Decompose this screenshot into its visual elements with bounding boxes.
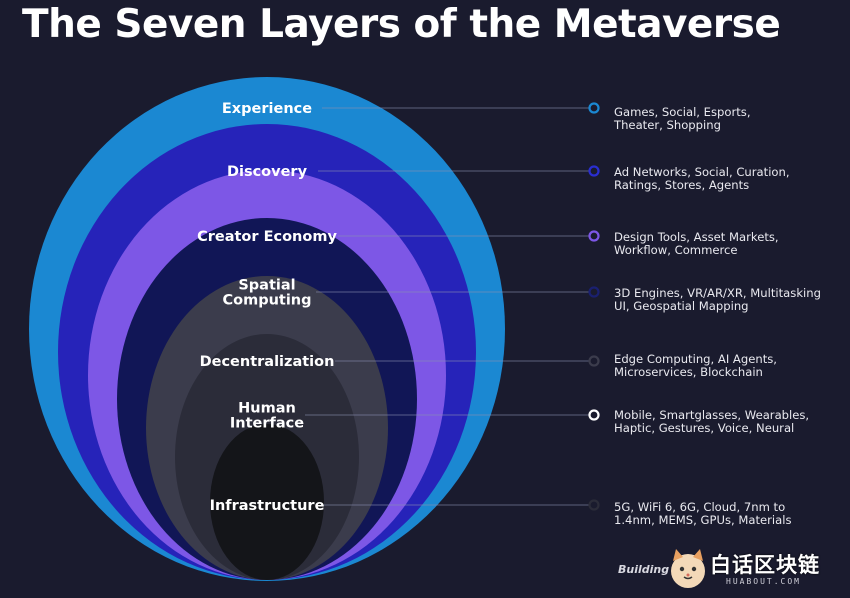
watermark: 白话区块链 HUABOUT.COM <box>668 547 846 593</box>
watermark-text: 白话区块链 <box>710 553 820 577</box>
watermark-subtext: HUABOUT.COM <box>726 577 801 586</box>
layer-desc-experience: Games, Social, Esports,Theater, Shopping <box>614 105 751 132</box>
connector-dot-creator-economy <box>588 230 600 242</box>
connector-dot-infrastructure <box>588 499 600 511</box>
connector-dot-discovery <box>588 165 600 177</box>
connector-dot-experience <box>588 102 600 114</box>
layer-desc-decentralization: Edge Computing, AI Agents,Microservices,… <box>614 352 777 379</box>
layer-label-discovery: Discovery <box>227 164 308 180</box>
layer-label-decentralization: Decentralization <box>200 354 335 370</box>
connector-dot-decentralization <box>588 355 600 367</box>
connector-dot-spatial-computing <box>588 286 600 298</box>
layer-label-experience: Experience <box>222 101 312 117</box>
layer-label-infrastructure: Infrastructure <box>210 498 325 514</box>
credit-text: Building <box>618 563 670 576</box>
layer-label-creator-economy: Creator Economy <box>197 229 337 245</box>
layer-desc-creator-economy: Design Tools, Asset Markets,Workflow, Co… <box>614 230 779 257</box>
layer-circle-infrastructure <box>210 424 324 580</box>
page-title: The Seven Layers of the Metaverse <box>22 2 781 47</box>
connector-dot-human-interface <box>588 409 600 421</box>
layer-desc-human-interface: Mobile, Smartglasses, Wearables,Haptic, … <box>614 408 810 435</box>
cat-logo-icon <box>671 549 705 588</box>
layer-desc-discovery: Ad Networks, Social, Curation,Ratings, S… <box>614 165 790 192</box>
